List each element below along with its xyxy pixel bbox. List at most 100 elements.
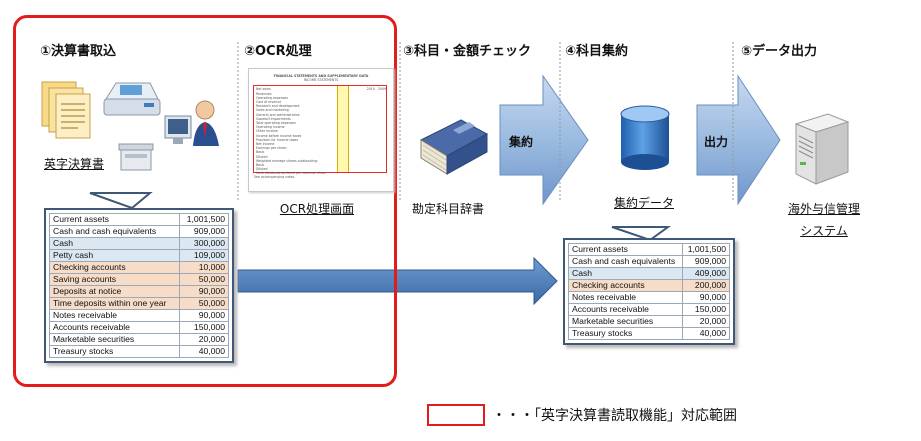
output-arrow-label: 出力 [704,135,729,149]
ocr-doc-footer: See accompanying notes. [254,175,296,180]
ocr-line: Basic [256,163,265,168]
ocr-line: Income before income taxes [256,133,302,138]
row-label: Current assets [567,243,684,256]
row-value: 909,000 [682,255,730,268]
ocr-line: Revenues [256,91,272,96]
output-arrow-shape [696,74,781,206]
row-label: Cash [567,267,684,280]
row-label: Petty cash [48,249,181,262]
ocr-line: Diluted [256,167,268,172]
ocr-line: Operating income [256,125,285,130]
row-value: 200,000 [682,279,730,292]
step-5-caption-line-1: 海外与信管理 [787,202,860,216]
legend-text: ・・・「英字決算書読取機能」対応範囲 [492,408,737,424]
database-icon [620,105,670,170]
row-label: Cash and cash equivalents [567,255,684,268]
row-value: 109,000 [179,249,229,262]
row-label: Accounts receivable [48,321,181,334]
row-value: 10,000 [179,261,229,274]
step-3-caption: 勘定科目辞書 [411,202,484,216]
row-label: Marketable securities [567,315,684,328]
row-label: Marketable securities [48,333,181,346]
ocr-document: FINANCIAL STATEMENTS AND SUPPLEMENTARY D… [248,68,394,192]
ocr-doc-subtitle: INCOME STATEMENTS [303,78,339,83]
flow-arrow-shape [237,256,558,306]
ocr-line: Net sales [256,87,271,92]
step-5-title: ⑤データ出力 [741,44,818,59]
ocr-line: Other income [256,129,278,134]
ocr-line: Net income [256,142,275,147]
ocr-line: Cash dividends declared per common share [256,171,327,176]
row-value: 40,000 [179,345,229,358]
step-5-caption-line-2: システム [800,224,848,238]
row-value: 909,000 [179,225,229,238]
ocr-line: Cost of revenue [256,100,282,105]
ocr-line: Basic [256,150,265,155]
row-label: Treasury stocks [567,327,684,340]
row-label: Checking accounts [48,261,181,274]
step-4-caption: 集約データ [613,196,674,210]
row-value: 150,000 [179,321,229,334]
documents-icon [41,81,91,139]
row-value: 20,000 [682,315,730,328]
ocr-line: Goodwill impairments [256,116,291,121]
row-label: Notes receivable [567,291,684,304]
row-value: 50,000 [179,297,229,310]
ocr-line: Operating expenses [256,95,289,100]
row-value: 90,000 [179,285,229,298]
scope-box [13,15,397,387]
step-5-caption: 海外与信管理 システム [776,198,872,242]
row-value: 50,000 [179,273,229,286]
ocr-line: Earnings per share: [256,146,288,151]
row-label: Cash and cash equivalents [48,225,181,238]
ocr-line: General and administrative [256,112,300,117]
row-label: Time deposits within one year [48,297,181,310]
ocr-line: Sales and marketing [256,108,289,113]
row-label: Saving accounts [48,273,181,286]
row-value: 1,001,500 [682,243,730,256]
aggregate-arrow-label: 集約 [509,135,534,149]
step-2-title: ②OCR処理 [244,44,312,59]
ocr-line: Diluted [256,154,268,159]
printer-scanner-icon [103,82,161,116]
ocr-line: Weighted average shares outstanding: [256,158,318,163]
row-label: Treasury stocks [48,345,181,358]
row-value: 150,000 [682,303,730,316]
row-value: 40,000 [682,327,730,340]
step-2-caption: OCR処理画面 [279,202,355,216]
row-label: Checking accounts [567,279,684,292]
ocr-line: Total operating expenses [256,121,296,126]
row-value: 20,000 [179,333,229,346]
row-label: Current assets [48,213,181,226]
row-value: 300,000 [179,237,229,250]
ocr-doc-title: FINANCIAL STATEMENTS AND SUPPLEMENTARY D… [273,74,369,78]
row-value: 90,000 [682,291,730,304]
row-value: 409,000 [682,267,730,280]
row-label: Cash [48,237,181,250]
step-3-title: ③科目・金額チェック [403,44,532,59]
row-label: Deposits at notice [48,285,181,298]
row-value: 1,001,500 [179,213,229,226]
